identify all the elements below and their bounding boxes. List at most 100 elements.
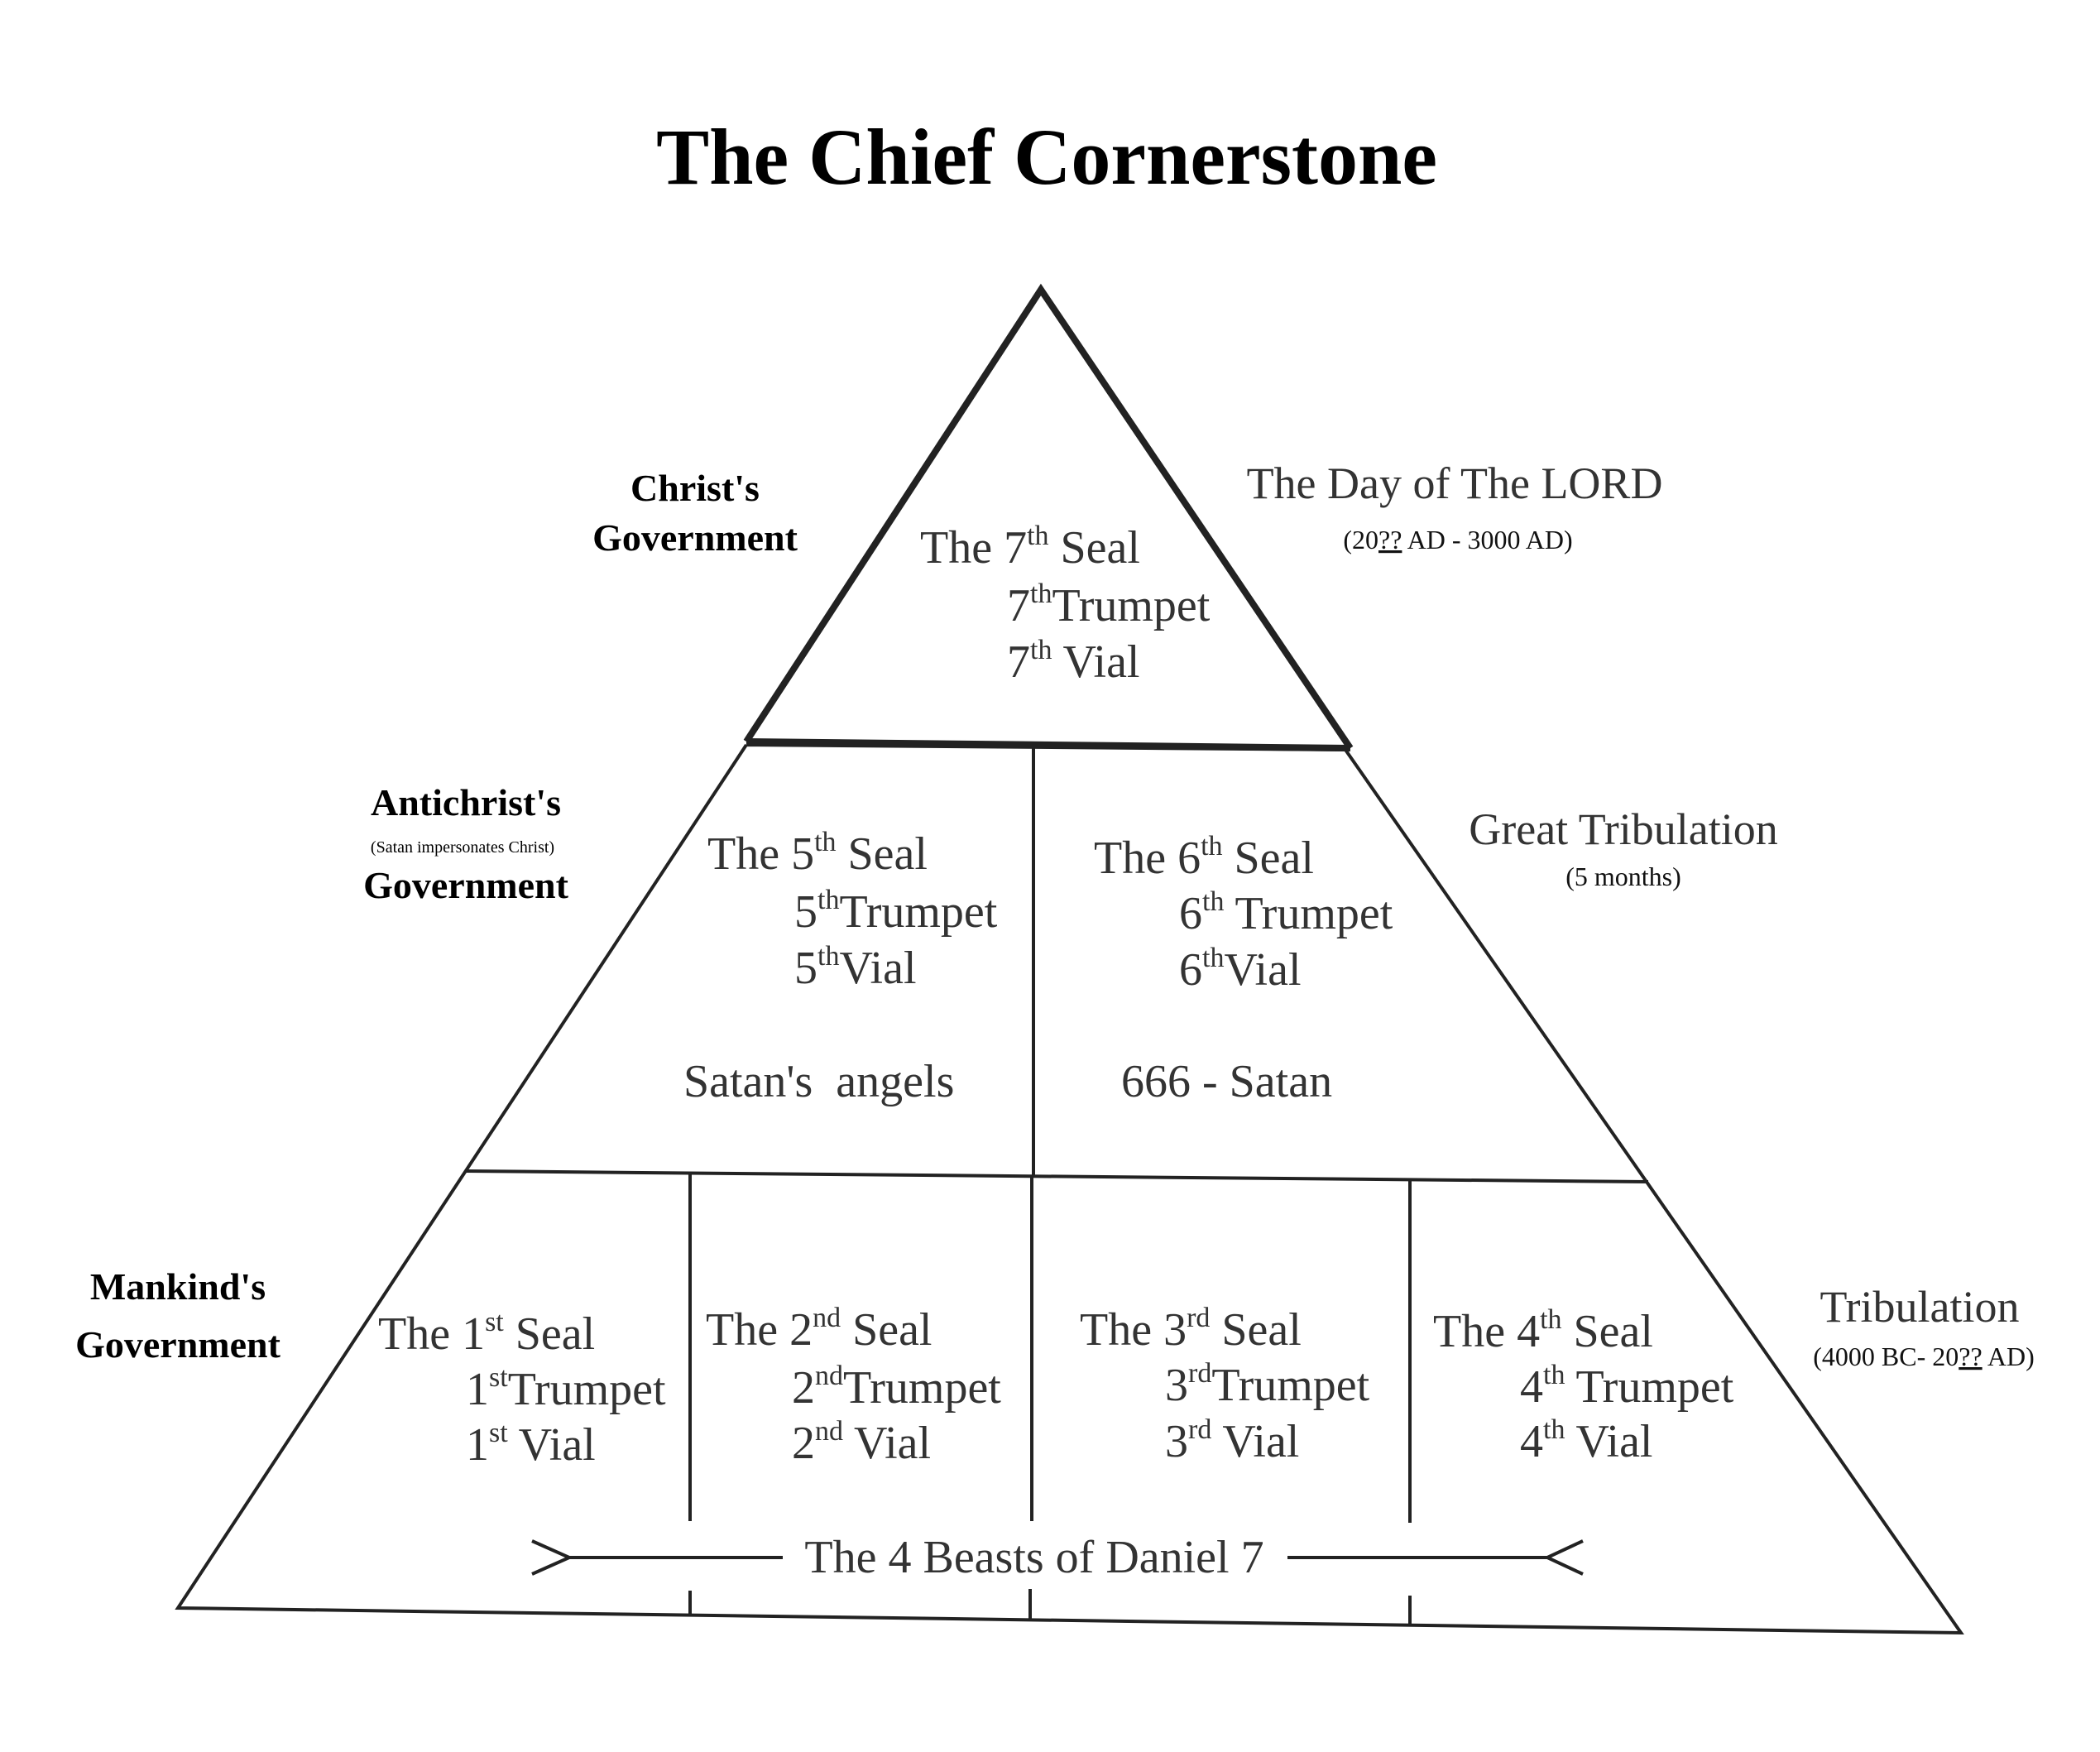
first-vial-pre: 1	[466, 1419, 489, 1471]
sixth-vial-pre: 6	[1179, 944, 1202, 996]
third-vial-pre: 3	[1165, 1416, 1188, 1467]
fifth-trumpet-sup: th	[817, 885, 839, 915]
third-trumpet-pre: 3	[1165, 1360, 1188, 1411]
fifth-trumpet-pre: 5	[794, 886, 817, 938]
sixth-trumpet-sup: th	[1202, 886, 1224, 917]
first-seal-pre: The 1	[378, 1308, 485, 1360]
fourth-seal-pre: The 4	[1433, 1306, 1540, 1357]
mankinds-line1: Mankind's	[90, 1265, 266, 1308]
second-trumpet-post: Trumpet	[843, 1362, 1001, 1414]
antichrists-line1: Antichrist's	[371, 781, 561, 823]
fourth-seal: The 4th Seal	[1433, 1304, 1653, 1357]
tribulation-range-unknown: ??	[1959, 1342, 1982, 1371]
fifth-seal-sup: th	[814, 827, 836, 857]
fifth-note: Satan's angels	[683, 1056, 954, 1107]
cell-first: The 1st Seal 1stTrumpet 1st Vial	[378, 1307, 666, 1471]
third-vial-sup: rd	[1188, 1414, 1211, 1445]
antichrists-line2: Government	[363, 864, 569, 906]
fifth-seal: The 5th Seal	[707, 827, 928, 880]
fifth-vial-pre: 5	[794, 943, 817, 994]
cell-third: The 3rd Seal 3rdTrumpet 3rd Vial	[1080, 1303, 1370, 1467]
day-of-lord-name: The Day of The LORD	[1247, 458, 1663, 508]
cell-sixth: The 6th Seal 6th Trumpet 6thVial 666 - S…	[1094, 831, 1393, 1107]
second-seal-pre: The 2	[706, 1304, 813, 1356]
great-tribulation-range: (5 months)	[1565, 862, 1681, 891]
tier-divider-middle	[464, 1169, 1649, 1183]
third-seal-sup: rd	[1187, 1303, 1210, 1333]
fourth-vial-pre: 4	[1520, 1416, 1543, 1467]
second-trumpet: 2ndTrumpet	[792, 1361, 1001, 1414]
label-mankinds-government: Mankind's Government	[75, 1265, 281, 1366]
fourth-trumpet-pre: 4	[1520, 1361, 1543, 1413]
seventh-trumpet-post: Trumpet	[1052, 580, 1210, 631]
fifth-vial: 5thVial	[794, 941, 917, 994]
pyramid	[175, 283, 1964, 1635]
label-antichrists-government: Antichrist's (Satan impersonates Christ)…	[363, 781, 569, 906]
second-vial-post: Vial	[843, 1418, 931, 1469]
fourth-trumpet-sup: th	[1543, 1360, 1565, 1390]
first-seal: The 1st Seal	[378, 1307, 595, 1360]
third-seal-pre: The 3	[1080, 1304, 1187, 1356]
day-of-lord-range: (20?? AD - 3000 AD)	[1343, 525, 1572, 554]
third-vial: 3rd Vial	[1165, 1414, 1299, 1467]
third-trumpet-post: Trumpet	[1211, 1360, 1369, 1411]
seventh-vial-post: Vial	[1052, 636, 1139, 688]
second-trumpet-pre: 2	[792, 1362, 815, 1414]
antichrists-note: (Satan impersonates Christ)	[371, 838, 554, 857]
day-of-lord-range-suffix: AD - 3000 AD)	[1402, 525, 1572, 554]
left-arrow-icon	[531, 1539, 573, 1576]
seventh-seal-sup: th	[1027, 521, 1048, 551]
tier-divider-top	[746, 738, 1351, 751]
sixth-seal-post: Seal	[1223, 833, 1314, 884]
right-arrow-icon	[1543, 1539, 1584, 1576]
great-tribulation-name: Great Tribulation	[1469, 804, 1778, 854]
label-day-of-the-lord: The Day of The LORD (20?? AD - 3000 AD)	[1247, 458, 1663, 554]
sixth-trumpet-post: Trumpet	[1224, 888, 1393, 939]
day-of-lord-range-prefix: (20	[1343, 525, 1378, 554]
cell-seventh: The 7th Seal 7thTrumpet 7th Vial	[920, 521, 1211, 688]
cell-fourth: The 4th Seal 4th Trumpet 4th Vial	[1433, 1304, 1734, 1467]
third-trumpet-sup: rd	[1188, 1358, 1211, 1389]
beasts-label: The 4 Beasts of Daniel 7	[804, 1532, 1263, 1583]
third-seal-post: Seal	[1210, 1304, 1301, 1356]
fifth-trumpet: 5thTrumpet	[794, 885, 998, 938]
sixth-seal: The 6th Seal	[1094, 831, 1314, 884]
page-title: The Chief Cornerstone	[656, 113, 1437, 201]
second-trumpet-sup: nd	[815, 1361, 843, 1391]
seventh-vial-sup: th	[1030, 635, 1052, 665]
seventh-seal: The 7th Seal	[920, 521, 1140, 574]
seventh-vial: 7th Vial	[1007, 635, 1140, 688]
fourth-trumpet: 4th Trumpet	[1520, 1360, 1734, 1413]
first-vial-sup: st	[489, 1418, 508, 1448]
fifth-trumpet-post: Trumpet	[839, 886, 997, 938]
fifth-seal-post: Seal	[837, 828, 928, 880]
sixth-vial: 6thVial	[1179, 943, 1302, 996]
tribulation-range-prefix: (4000 BC- 20	[1813, 1342, 1959, 1371]
first-seal-sup: st	[485, 1307, 504, 1337]
first-vial: 1st Vial	[466, 1418, 596, 1471]
second-seal-sup: nd	[813, 1303, 841, 1333]
cell-fifth: The 5th Seal 5thTrumpet 5thVial Satan's …	[683, 827, 998, 1107]
first-seal-post: Seal	[504, 1308, 595, 1360]
first-vial-post: Vial	[508, 1419, 596, 1471]
sixth-vial-sup: th	[1202, 943, 1224, 973]
mankinds-line2: Government	[75, 1323, 281, 1366]
seventh-seal-post: Seal	[1049, 522, 1140, 574]
label-christs-government: Christ's Government	[592, 467, 798, 559]
third-seal: The 3rd Seal	[1080, 1303, 1302, 1356]
cell-second: The 2nd Seal 2ndTrumpet 2nd Vial	[706, 1303, 1001, 1469]
second-seal: The 2nd Seal	[706, 1303, 932, 1356]
seventh-vial-pre: 7	[1007, 636, 1030, 688]
fourth-seal-post: Seal	[1562, 1306, 1653, 1357]
second-vial-sup: nd	[815, 1416, 843, 1447]
day-of-lord-range-unknown: ??	[1378, 525, 1402, 554]
seventh-trumpet-sup: th	[1030, 578, 1052, 609]
fifth-vial-sup: th	[817, 941, 839, 972]
first-trumpet-sup: st	[489, 1362, 508, 1393]
second-vial: 2nd Vial	[792, 1416, 931, 1469]
fourth-trumpet-post: Trumpet	[1565, 1361, 1733, 1413]
sixth-note: 666 - Satan	[1121, 1056, 1332, 1107]
fourth-vial-sup: th	[1543, 1414, 1565, 1445]
pyramid-apex-outline	[743, 283, 1354, 751]
